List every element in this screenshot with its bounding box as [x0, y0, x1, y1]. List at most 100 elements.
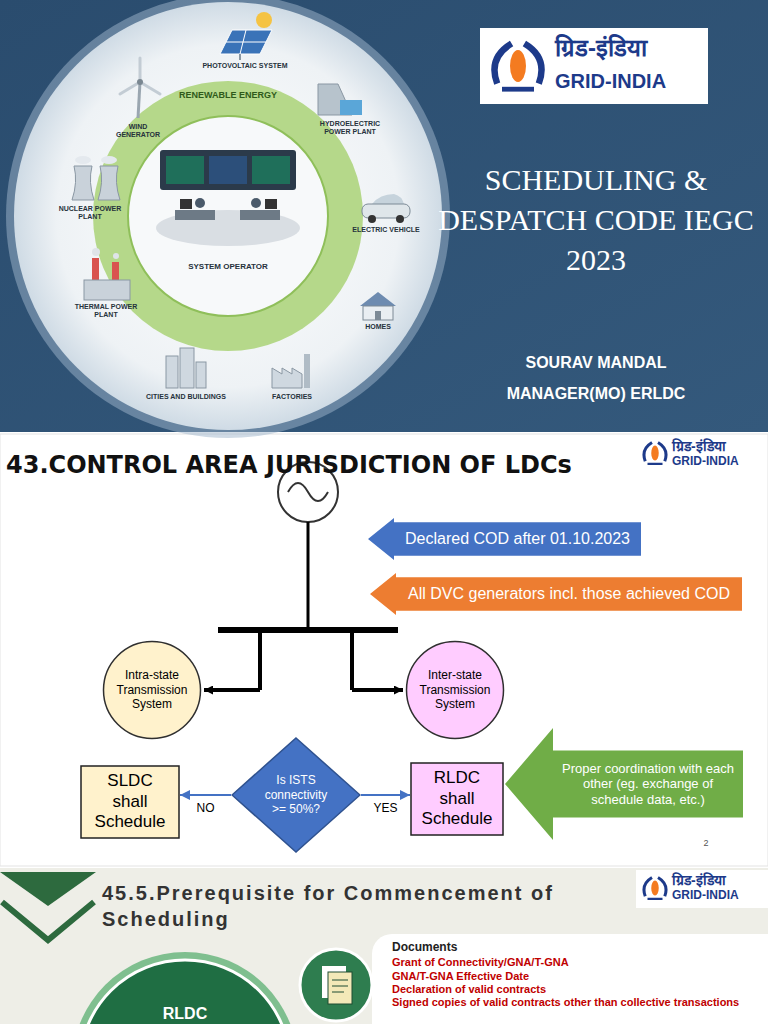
city-buildings-icon	[196, 362, 206, 388]
box-shape	[81, 766, 179, 838]
list-item: Grant of Connectivity/GNA/T-GNA	[392, 956, 569, 969]
bus-wiring	[350, 630, 354, 690]
icon-label: NUCLEAR POWER PLANT	[48, 205, 132, 221]
arrow-shape	[370, 573, 742, 615]
logo-text: GRID-INDIA	[672, 455, 766, 469]
text-box: RLDC shall Schedule	[410, 762, 504, 836]
icon-label: WIND GENERATOR	[106, 123, 170, 139]
node-text: RLDC shall Schedule	[418, 768, 496, 829]
bus-wiring	[258, 630, 262, 690]
electric-vehicle-icon	[372, 194, 404, 204]
logo-text: ग्रिड-इंडिया	[672, 438, 766, 454]
logo-panel	[480, 28, 708, 104]
author-name: SOURAV MANDAL	[461, 354, 731, 372]
control-room-icon	[156, 210, 300, 246]
document-icon	[332, 986, 348, 987]
city-buildings-icon	[166, 348, 206, 388]
logo-panel	[494, 44, 541, 92]
nuclear-plant-icon	[98, 166, 120, 200]
thermal-plant-icon	[84, 248, 130, 300]
text-box: Inter-state Transmission System	[405, 640, 505, 740]
chevron-mark	[0, 872, 96, 940]
node-text: Is ISTS connectivity >= 50%?	[259, 773, 333, 816]
solar-panel-icon	[220, 12, 272, 60]
arrow-shape	[368, 518, 641, 560]
icon-label: CITIES AND BUILDINGS	[136, 393, 236, 401]
electric-vehicle-icon	[362, 194, 410, 223]
text-box: DocumentsGrant of Connectivity/GNA/T-GNA…	[372, 934, 768, 1024]
edge-label: YES	[371, 801, 399, 815]
city-buildings-icon	[180, 348, 194, 388]
thermal-plant-icon	[92, 258, 99, 280]
thermal-plant-icon	[112, 262, 119, 280]
icon-label: ELECTRIC VEHICLE	[350, 226, 422, 234]
slide-heading: 43.CONTROL AREA JURISDICTION OF LDCs	[6, 452, 606, 480]
logo-panel	[480, 28, 708, 104]
document-icon	[300, 949, 372, 1021]
solar-panel-icon	[240, 30, 246, 54]
control-room-icon	[166, 156, 204, 184]
electric-vehicle-icon	[368, 215, 376, 223]
bus-wiring	[204, 688, 260, 692]
factory-icon	[272, 368, 302, 388]
document-icon	[332, 980, 348, 981]
logo-panel	[636, 870, 768, 908]
text-box: Declared COD after 01.10.2023	[368, 518, 641, 560]
slide-background	[0, 434, 768, 866]
control-room-icon	[251, 198, 261, 208]
panel-shape	[372, 934, 768, 1024]
logo-panel	[644, 878, 666, 901]
process-box: RLDC shall Schedule	[410, 762, 504, 836]
icon-label: SYSTEM OPERATOR	[173, 262, 283, 271]
logo-panel	[636, 870, 768, 908]
list-item: Signed copies of valid contracts other t…	[392, 996, 739, 1009]
bus-wiring	[352, 688, 403, 692]
hydro-plant-icon	[340, 100, 362, 115]
process-box: SLDC shall Schedule	[80, 765, 180, 839]
control-room-icon	[175, 210, 215, 220]
hydro-plant-icon	[318, 84, 362, 115]
decision-connector	[180, 794, 231, 796]
logo-text: ग्रिड-इंडिया	[672, 872, 766, 888]
control-room-icon	[195, 198, 205, 208]
bus-wiring	[204, 522, 403, 690]
home-icon	[360, 292, 396, 306]
icon-label: PHOTOVOLTAIC SYSTEM	[197, 62, 293, 70]
diamond-shape	[232, 738, 360, 852]
nuclear-plant-icon	[72, 166, 94, 200]
logo-icon	[644, 443, 666, 466]
wind-turbine-icon	[138, 82, 140, 118]
factory-icon	[304, 354, 310, 388]
chevron-mark	[0, 872, 96, 906]
document-icon	[300, 949, 372, 1021]
icon-label: HOMES	[353, 323, 403, 331]
wind-turbine-icon	[137, 79, 143, 85]
callout-arrow: Proper coordination with each other (eg.…	[505, 728, 743, 840]
illustration-disc	[6, 0, 450, 438]
decision-connector	[361, 794, 410, 796]
list-item: Declaration of valid contracts	[392, 983, 546, 996]
list-item: GNA/T-GNA Effective Date	[392, 970, 529, 983]
control-room-icon	[156, 150, 300, 246]
system-circle: Inter-state Transmission System	[405, 640, 505, 740]
solar-panel-icon	[220, 30, 272, 54]
solar-panel-icon	[226, 42, 266, 43]
system-circle: Intra-state Transmission System	[102, 640, 202, 740]
section-circle: RLDC	[70, 950, 300, 1024]
solar-panel-icon	[239, 54, 241, 60]
electric-vehicle-icon	[362, 204, 410, 218]
logo-text: ग्रिड-इंडिया	[555, 34, 705, 62]
node-text: Declared COD after 01.10.2023	[405, 529, 630, 548]
city-buildings-icon	[166, 356, 178, 388]
icon-label: THERMAL POWER PLANT	[74, 303, 138, 319]
circle-shape	[80, 960, 290, 1024]
text-box: Intra-state Transmission System	[102, 640, 202, 740]
control-room-icon	[209, 156, 247, 184]
ring-label: RENEWABLE ENERGY	[163, 90, 293, 100]
panel-heading: Documents	[392, 940, 457, 954]
nuclear-plant-icon	[75, 156, 91, 164]
